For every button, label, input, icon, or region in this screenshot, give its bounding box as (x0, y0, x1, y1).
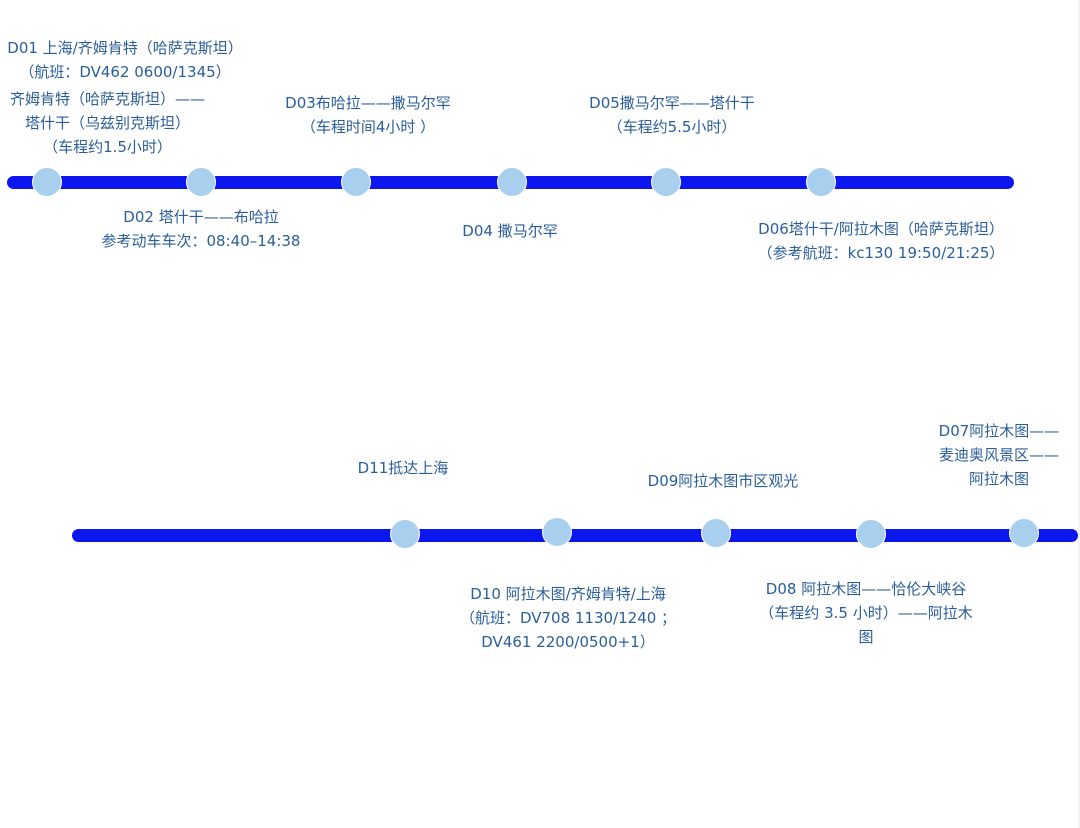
node-d04 (497, 167, 527, 197)
label-d10: D10 阿拉木图/齐姆肯特/上海 （航班：DV708 1130/1240 ； D… (459, 585, 677, 651)
node-d08 (856, 519, 886, 549)
label-d08: D08 阿拉木图——恰伦大峡谷 （车程约 3.5 小时）——阿拉木 图 (759, 580, 973, 646)
label-d02: D02 塔什干——布哈拉 参考动车车次：08:40–14:38 (101, 208, 301, 250)
node-d05 (651, 167, 681, 197)
node-d01 (32, 167, 62, 197)
node-d07 (1009, 518, 1039, 548)
node-d03 (341, 167, 371, 197)
timeline-bottom-line (72, 529, 1078, 542)
page-edge (1078, 0, 1080, 828)
label-d11: D11抵达上海 (357, 459, 449, 477)
node-d10 (542, 517, 572, 547)
label-d07: D07阿拉木图—— 麦迪奥风景区—— 阿拉木图 (938, 422, 1060, 488)
label-d09: D09阿拉木图市区观光 (647, 472, 799, 490)
node-d02 (186, 167, 216, 197)
label-d01: D01 上海/齐姆肯特（哈萨克斯坦） （航班：DV462 0600/1345） (7, 39, 243, 81)
node-d06 (806, 167, 836, 197)
node-d09 (701, 518, 731, 548)
label-d05: D05撒马尔罕——塔什干 （车程约5.5小时） (589, 94, 755, 136)
node-d11 (390, 519, 420, 549)
label-d06: D06塔什干/阿拉木图（哈萨克斯坦） （参考航班：kc130 19:50/21:… (757, 220, 1005, 262)
label-d03: D03布哈拉——撒马尔罕 （车程时间4小时 ） (285, 94, 451, 136)
label-d04: D04 撒马尔罕 (462, 222, 558, 240)
label-d01-transfer: 齐姆肯特（哈萨克斯坦）—— 塔什干（乌兹别克斯坦） （车程约1.5小时） (9, 90, 205, 156)
